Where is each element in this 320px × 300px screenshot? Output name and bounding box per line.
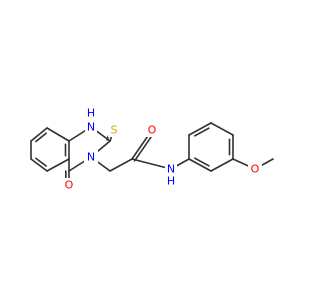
thione-s-label: S bbox=[111, 124, 118, 137]
atom-labels-layer: N H N S O O N H O bbox=[62, 107, 262, 192]
methoxy-o-label: O bbox=[251, 163, 260, 176]
amide-bond bbox=[131, 158, 172, 170]
ring-n3-label: N bbox=[87, 151, 95, 164]
ring-carbonyl-o-label: O bbox=[65, 179, 74, 192]
ring-n3-group: N bbox=[84, 150, 98, 164]
ring-carbonyl-o-group: O bbox=[62, 178, 76, 192]
benzo-bond bbox=[30, 158, 48, 172]
methoxy-o-group: O bbox=[248, 162, 262, 176]
phenyl-bond bbox=[188, 122, 212, 136]
thione-s-group: S bbox=[108, 123, 120, 137]
phenyl-bond bbox=[188, 158, 212, 172]
ring-nh-n-label: N bbox=[87, 121, 95, 134]
aromatic-inner-bond bbox=[193, 157, 210, 167]
aromatic-inner-bond bbox=[35, 132, 47, 143]
phenyl-bond bbox=[210, 122, 234, 136]
aromatic-inner-bond bbox=[35, 157, 47, 167]
phenyl-bond bbox=[210, 158, 234, 172]
ring-nh-group: N H bbox=[85, 107, 97, 134]
molecule-structure: N H N S O O N H O bbox=[30, 107, 274, 192]
benzo-bond bbox=[30, 127, 48, 142]
amide-o-label: O bbox=[148, 124, 157, 137]
benzo-bond bbox=[46, 158, 70, 172]
aromatic-inner-bond bbox=[193, 127, 210, 137]
amide-nh-n-label: N bbox=[167, 163, 175, 176]
amide-nh-h-label: H bbox=[167, 175, 175, 188]
linker-bond bbox=[109, 158, 133, 172]
benzo-bond bbox=[46, 127, 70, 142]
amide-nh-group: N H bbox=[165, 162, 177, 188]
amide-o-group: O bbox=[145, 123, 159, 137]
ring-nh-h-label: H bbox=[87, 107, 95, 120]
